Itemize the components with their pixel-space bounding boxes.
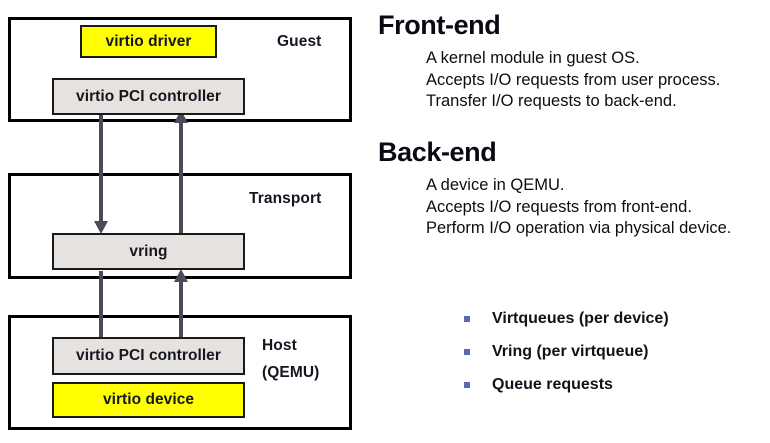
block-vring: vring: [52, 233, 245, 270]
block-virtio-pci-controller-host: virtio PCI controller: [52, 337, 245, 375]
connector-guest-to-transport-line: [99, 115, 103, 223]
block-virtio-driver: virtio driver: [80, 25, 217, 58]
block-virtio-pci-controller-guest: virtio PCI controller: [52, 78, 245, 115]
layer-label-transport: Transport: [249, 190, 322, 207]
front-end-line-1: A kernel module in guest OS.: [426, 49, 640, 67]
layer-label-host-line1: Host: [262, 337, 297, 354]
front-end-line-2: Accepts I/O requests from user process.: [426, 70, 721, 89]
back-end-line-3: Perform I/O operation via physical devic…: [426, 219, 732, 237]
heading-back-end: Back-end: [378, 137, 497, 167]
layer-label-guest: Guest: [277, 33, 322, 50]
list-item: Virtqueues (per device): [464, 302, 764, 335]
bullet-square-icon: [464, 381, 470, 388]
connector-transport-to-guest-line: [179, 121, 183, 233]
bullet-square-icon: [464, 348, 470, 355]
layer-label-host-line2: (QEMU): [262, 364, 320, 382]
layer-label-host: Host (QEMU): [262, 332, 319, 386]
body-front-end: A kernel module in guest OS. Accepts I/O…: [426, 48, 720, 113]
connector-host-to-transport-arrowhead: [173, 269, 188, 282]
block-virtio-device: virtio device: [52, 382, 245, 418]
body-back-end: A device in QEMU. Accepts I/O requests f…: [426, 175, 731, 240]
bullet-label: Virtqueues (per device): [492, 309, 669, 327]
connector-guest-to-transport-arrowhead: [93, 221, 108, 234]
connector-transport-to-host-line: [99, 271, 103, 339]
front-end-line-3: Transfer I/O requests to back-end.: [426, 92, 677, 110]
connector-host-to-transport-line: [179, 280, 183, 342]
description-panel: Front-end A kernel module in guest OS. A…: [376, 0, 770, 443]
back-end-line-1: A device in QEMU.: [426, 176, 565, 194]
bullet-label: Vring (per virtqueue): [492, 342, 649, 360]
heading-front-end: Front-end: [378, 10, 501, 40]
bullet-square-icon: [464, 315, 470, 322]
list-item: Vring (per virtqueue): [464, 335, 764, 368]
list-item: Queue requests: [464, 368, 764, 401]
bullet-label: Queue requests: [492, 375, 613, 393]
back-end-line-2: Accepts I/O requests from front-end.: [426, 197, 692, 216]
concepts-bullet-list: Virtqueues (per device) Vring (per virtq…: [464, 302, 764, 401]
